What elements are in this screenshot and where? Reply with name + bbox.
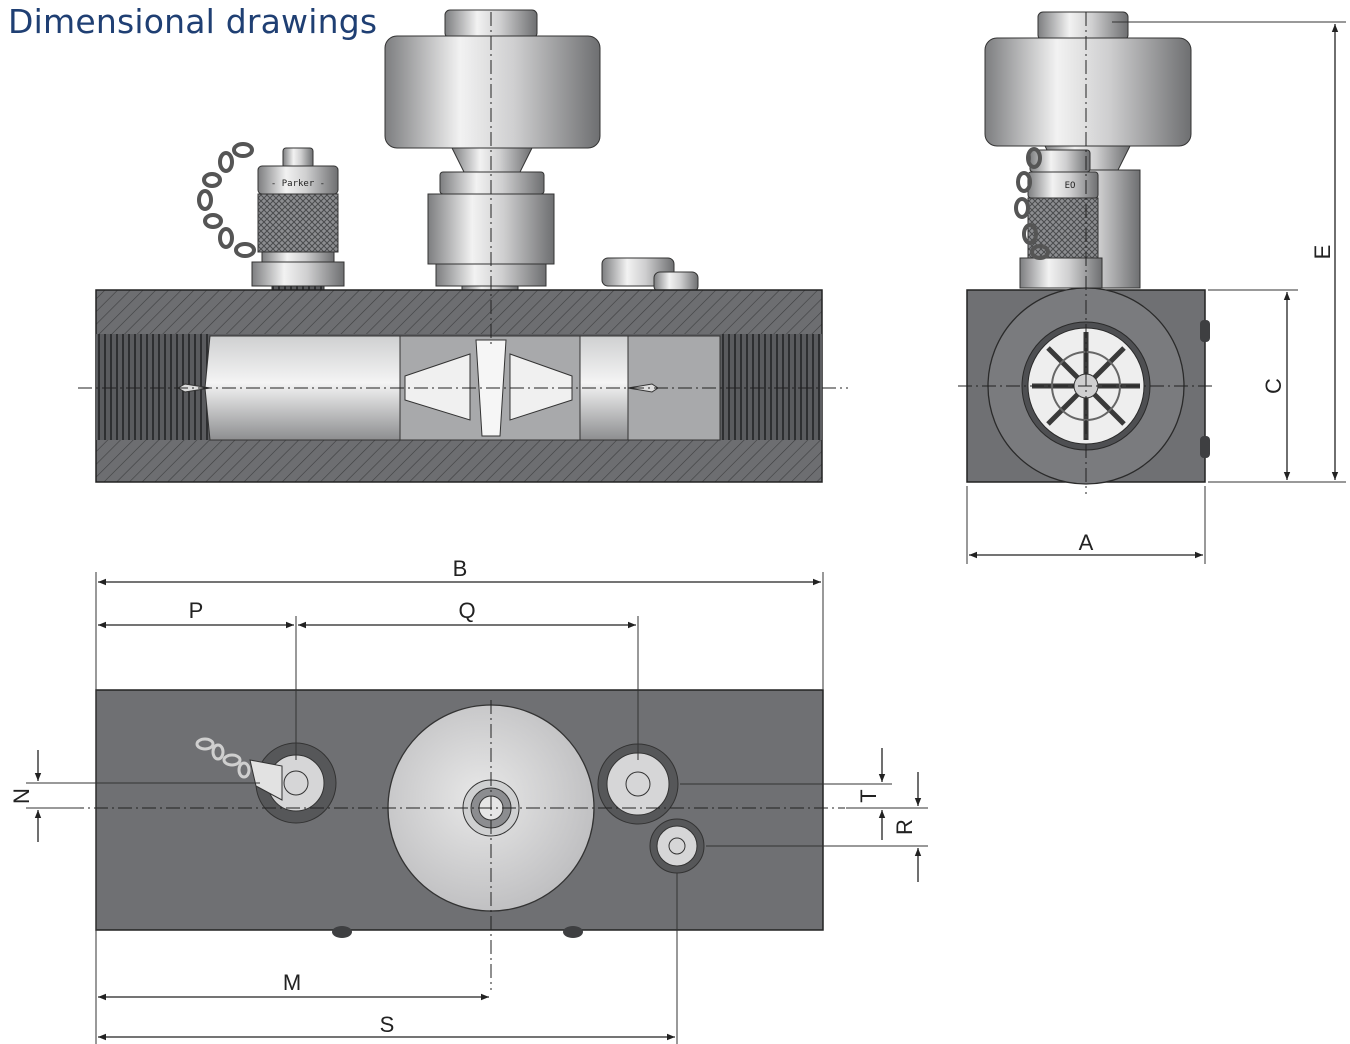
dim-label-Q: Q	[458, 598, 475, 623]
side-section-view: - Parker -	[78, 9, 848, 483]
top-view	[46, 689, 845, 990]
end-chain-icon	[1014, 147, 1050, 260]
dim-label-C: C	[1261, 378, 1286, 394]
coupling-label: - Parker -	[271, 179, 325, 189]
chain-icon	[197, 142, 256, 258]
dim-label-A: A	[1079, 530, 1094, 555]
dim-label-P: P	[189, 598, 204, 623]
dim-label-M: M	[283, 970, 301, 995]
top-chain-icon	[195, 737, 251, 779]
end-view: EO	[958, 11, 1216, 494]
outlet-thread	[720, 334, 820, 440]
dim-label-E: E	[1310, 245, 1335, 260]
dim-label-R: R	[892, 819, 917, 835]
page-title: Dimensional drawings	[8, 2, 378, 41]
dim-label-N: N	[9, 788, 34, 804]
dim-label-T: T	[856, 789, 881, 802]
dim-label-S: S	[380, 1012, 395, 1037]
dimension-lines: E C A B P Q N T	[9, 21, 1346, 1044]
dim-label-B: B	[453, 556, 468, 581]
end-coupling-label: EO	[1065, 181, 1076, 191]
